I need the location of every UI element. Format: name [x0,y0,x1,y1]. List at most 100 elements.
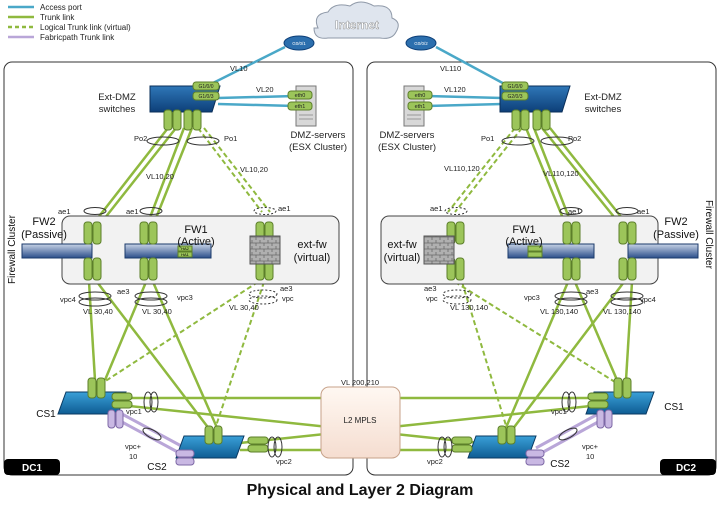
logical-trunk-links [103,127,616,433]
dc1-fw2-appliance [21,243,93,259]
internet-cloud: Internet [313,1,399,39]
dc1-vpc2: vpc2 [276,457,292,466]
legend: Access port Trunk link Logical Trunk lin… [8,3,131,42]
dc2-extdmz-port-1: G1/0/0 [507,84,522,90]
dc1-extdmz-switch: G1/0/0 G1/0/3 [149,81,221,131]
dc1-ae1-c: ae1 [278,204,291,213]
dc2-eth1: eth1 [415,104,426,110]
dc1-port-g100 [192,81,220,91]
dc1-frame [3,61,354,476]
legend-access-port: Access port [40,3,83,12]
dc1-dmz-label-2: (ESX Cluster) [289,142,347,153]
dc1-ha2: HA2 [181,246,190,251]
svg-text:G0/0/1: G0/0/1 [292,41,306,46]
dc1-po1: Po1 [224,134,237,143]
dc1-extfw-label-1: ext-fw [297,239,326,251]
dc2-port-g100 [501,81,529,91]
dc2-ae1-c: ae1 [637,207,650,216]
dc2-vpc: vpc [426,294,438,303]
dc2-extfw-label-2: (virtual) [384,252,421,264]
dc1-vpcplus-1: vpc+ [125,442,142,451]
dc2-ae3-a: ae3 [424,284,437,293]
dc1-extfw-label-2: (virtual) [294,252,331,264]
dc2-vl-internet: VL110 [440,64,461,73]
dc1-tag: DC1 [22,463,42,474]
dc2-extdmz-port-2: G2/0/3 [507,94,522,100]
dc1-extfw-firewall-icon [249,235,281,265]
dc1-ae3-a: ae3 [117,287,130,296]
top-lag-markers [146,136,574,146]
dc2-eth0: eth0 [415,93,426,99]
dc2-fw2-label-2: (Passive) [653,229,699,241]
mpls-vl: VL 200,210 [341,378,379,387]
dc2-dmz-server: eth0 eth1 [403,85,433,127]
legend-fabricpath: Fabricpath Trunk link [40,33,115,42]
dc2-vl-d: VL 130,140 [603,307,641,316]
dc2-port-g203 [501,91,529,101]
dc1-vl-internet: VL10 [230,64,248,73]
dc1-tag-bg [4,459,60,475]
dc2-po1: Po1 [481,134,494,143]
dc2-fw1-label-1: FW1 [512,224,535,236]
dc2-vpc1: vpc1 [551,407,567,416]
dc2-tag: DC2 [676,463,696,474]
dc2-frame [366,61,717,476]
dc1-vpc: vpc [282,294,294,303]
dc2-vl-e: VL 130,140 [450,303,488,312]
dc1-extdmz-label-2: switches [99,104,136,115]
dc1-ae1-b: ae1 [126,207,139,216]
dc1-ae3-b: ae3 [280,284,293,293]
dc1-cs1-label: CS1 [36,409,56,420]
l2-mpls-box [320,386,401,459]
dc2-vpc2: vpc2 [427,457,443,466]
dc1-cluster-label: Firewall Cluster [7,214,18,284]
dc2-ae3-b: ae3 [586,287,599,296]
dc1-fw2-label-1: FW2 [32,216,55,228]
dc1-vpc4: vpc4 [60,295,76,304]
dc1-eth1: eth1 [295,104,306,110]
dc2-extfw-firewall-icon [423,235,455,265]
dc2-tag-bg [660,459,716,475]
dc2-cluster-label: Firewall Cluster [703,200,714,270]
dc2-vl-b: VL110,120 [543,169,579,178]
dc2-vl-dmz: VL120 [444,85,466,94]
dc2-extdmz-switch: G1/0/0 G2/0/3 [499,81,571,131]
dc1-dmz-label-1: DMZ-servers [291,130,346,141]
dc1-vl-dmz: VL20 [256,85,274,94]
dc2-extdmz-label-1: Ext-DMZ [584,92,622,103]
dc1-fw1-label-1: FW1 [184,224,207,236]
internet-router-right: G0/0/2 [405,35,437,51]
dc1-port-g103 [192,91,220,101]
dc2-cs1-switch [585,377,655,429]
access-links [204,45,511,108]
dc1-cs1-switch [57,377,133,429]
dc1-extdmz-port-2: G1/0/3 [198,94,213,100]
legend-logical-trunk: Logical Trunk link (virtual) [40,23,131,32]
dc2-vpc4: vpc4 [640,295,656,304]
svg-text:G0/0/2: G0/0/2 [414,41,428,46]
dc2-cs1-label: CS1 [664,402,684,413]
dc1-fw2-label-2: (Passive) [21,229,67,241]
dc1-vl-b: VL10,20 [240,165,268,174]
dc2-dmz-label-2: (ESX Cluster) [378,142,436,153]
dc1-ae1-a: ae1 [58,207,71,216]
dc2-extdmz-label-2: switches [585,104,622,115]
dc1-vl-c: VL 30,40 [83,307,113,316]
dc2-vl-c: VL 130,140 [540,307,578,316]
dc1-cs2-switch [175,425,269,466]
fw-lag-markers [78,207,644,307]
dc2-vpc3: vpc3 [524,293,540,302]
dc2-vpcplus-1: vpc+ [582,442,599,451]
dc1-vl-a: VL10,20 [146,172,174,181]
dc1-vpcplus-2: 10 [129,452,137,461]
dc2-cs2-label: CS2 [550,459,570,470]
fabricpath-links [121,412,599,458]
dc1-extdmz-port-1: G1/0/0 [198,84,213,90]
dc2-po2: Po2 [568,134,581,143]
dc1-cs2-label: CS2 [147,462,167,473]
cs-lag-markers [142,391,578,458]
dc1-vpc1: vpc1 [126,407,142,416]
mpls-label: L2 MPLS [344,416,377,425]
dc1-vpc3: vpc3 [177,293,193,302]
